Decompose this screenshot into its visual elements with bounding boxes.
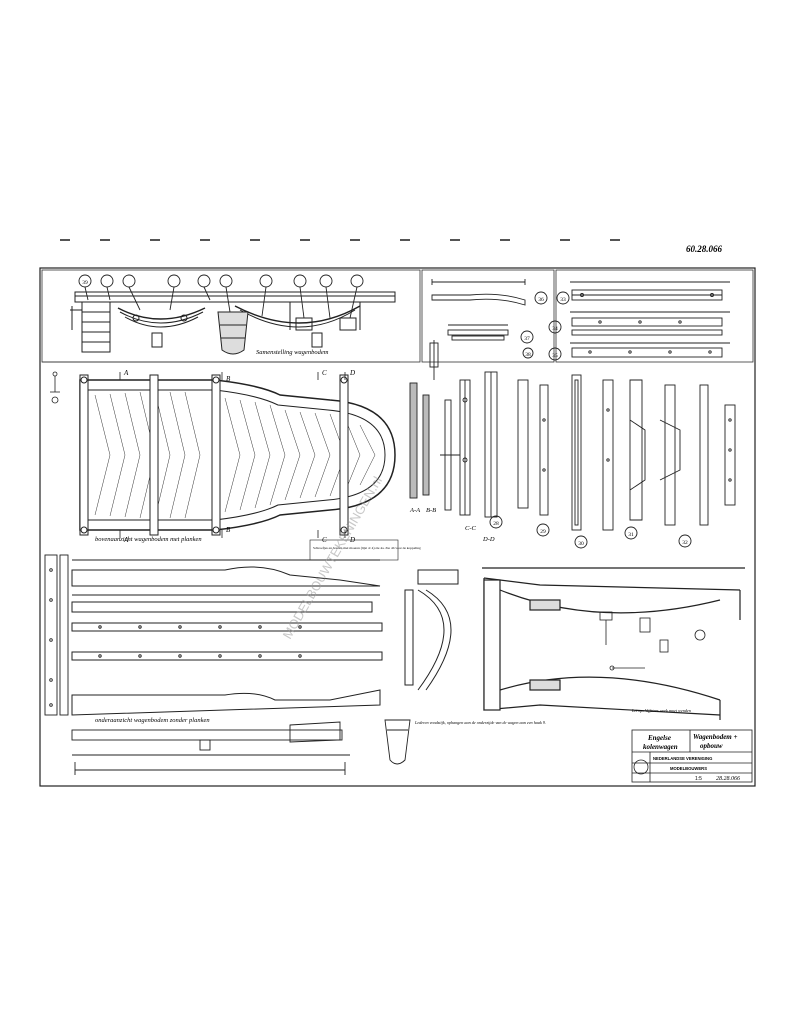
drawing-border [39,267,756,787]
small-hardware [599,611,706,671]
section-label-aa: A-A [409,507,420,514]
caption-onderaanzicht: onderaanzicht wagenbodem zonder planken [95,717,210,724]
title-subject-2: kolenwagen [643,743,678,751]
section-frames [41,269,754,363]
bolt-detail-left [50,371,60,404]
section-label-cc: C-C [465,525,477,532]
title-subject-1: Engelse [647,734,671,742]
part-number-label: 34 [552,326,558,332]
part-number-label: 35 [552,353,558,359]
bottom-long-bar [71,719,411,775]
vertical-parts [489,374,736,549]
caption-bovenaanzicht: bovenaanzicht wagenbodem met planken [95,536,202,543]
section-d-top: D [349,369,355,377]
part-number-label: 37 [524,336,530,342]
part-number-label: 30 [578,541,584,547]
handwritten-number: 60.28.066 [686,244,723,254]
title-main-1: Wagenbodem + [693,733,738,741]
top-right-bars [548,281,730,361]
top-middle-parts [431,279,548,359]
section-views [409,340,529,518]
part-number-label: 33 [560,297,566,303]
section-c-top: C [322,369,327,377]
side-rail-left [44,554,69,716]
curved-part [404,569,459,691]
section-marks-top-view [119,372,346,538]
part-callouts-top [78,274,364,319]
top-view-crossmembers [79,374,349,536]
part-number-label: 28 [493,521,499,527]
boxed-note-text: Schroefjes en bouten met moeren (lijst 4… [313,546,421,550]
part-number-label: 32 [682,540,688,546]
title-sheet-code: 28.28.066 [716,776,740,782]
section-b-top: B [226,375,231,383]
watermark: MODELBOUWTEKENINGEN.nl [280,474,386,642]
note-lederen: Lederen voodstijk, ophangen aan de onder… [414,720,546,726]
section-b-bottom: B [226,526,231,534]
society-logo [633,759,649,775]
bottom-view-frame [71,559,383,716]
section-a-top: A [123,369,129,377]
part-number-label: 31 [628,532,634,538]
title-main-2: opbouw [700,742,723,750]
title-society-2: MODELBOUWERS [670,766,707,771]
caption-samenstelling: Samenstelling wagenbodem [256,349,329,356]
title-society-1: NEDERLANDSE VERENIGING [653,756,712,761]
top-view-with-planks [79,379,396,531]
boxed-note-frame [309,539,399,561]
part-number-label: 36 [538,297,544,303]
part-number-label: 38 [525,352,531,358]
part-number-label: 39 [82,280,88,286]
section-label-bb: B-B [426,507,436,514]
title-block-frame [631,729,753,783]
title-scale: 1:5 [695,776,702,782]
side-assembly-view [70,291,396,355]
section-a-bottom: A [123,536,129,544]
part-number-label: 29 [540,529,546,535]
note-top-right: Let op: Vijfsters werk moet wenden [631,708,691,713]
section-label-dd: D-D [482,536,495,543]
frame-assembly-top-view [482,567,745,720]
